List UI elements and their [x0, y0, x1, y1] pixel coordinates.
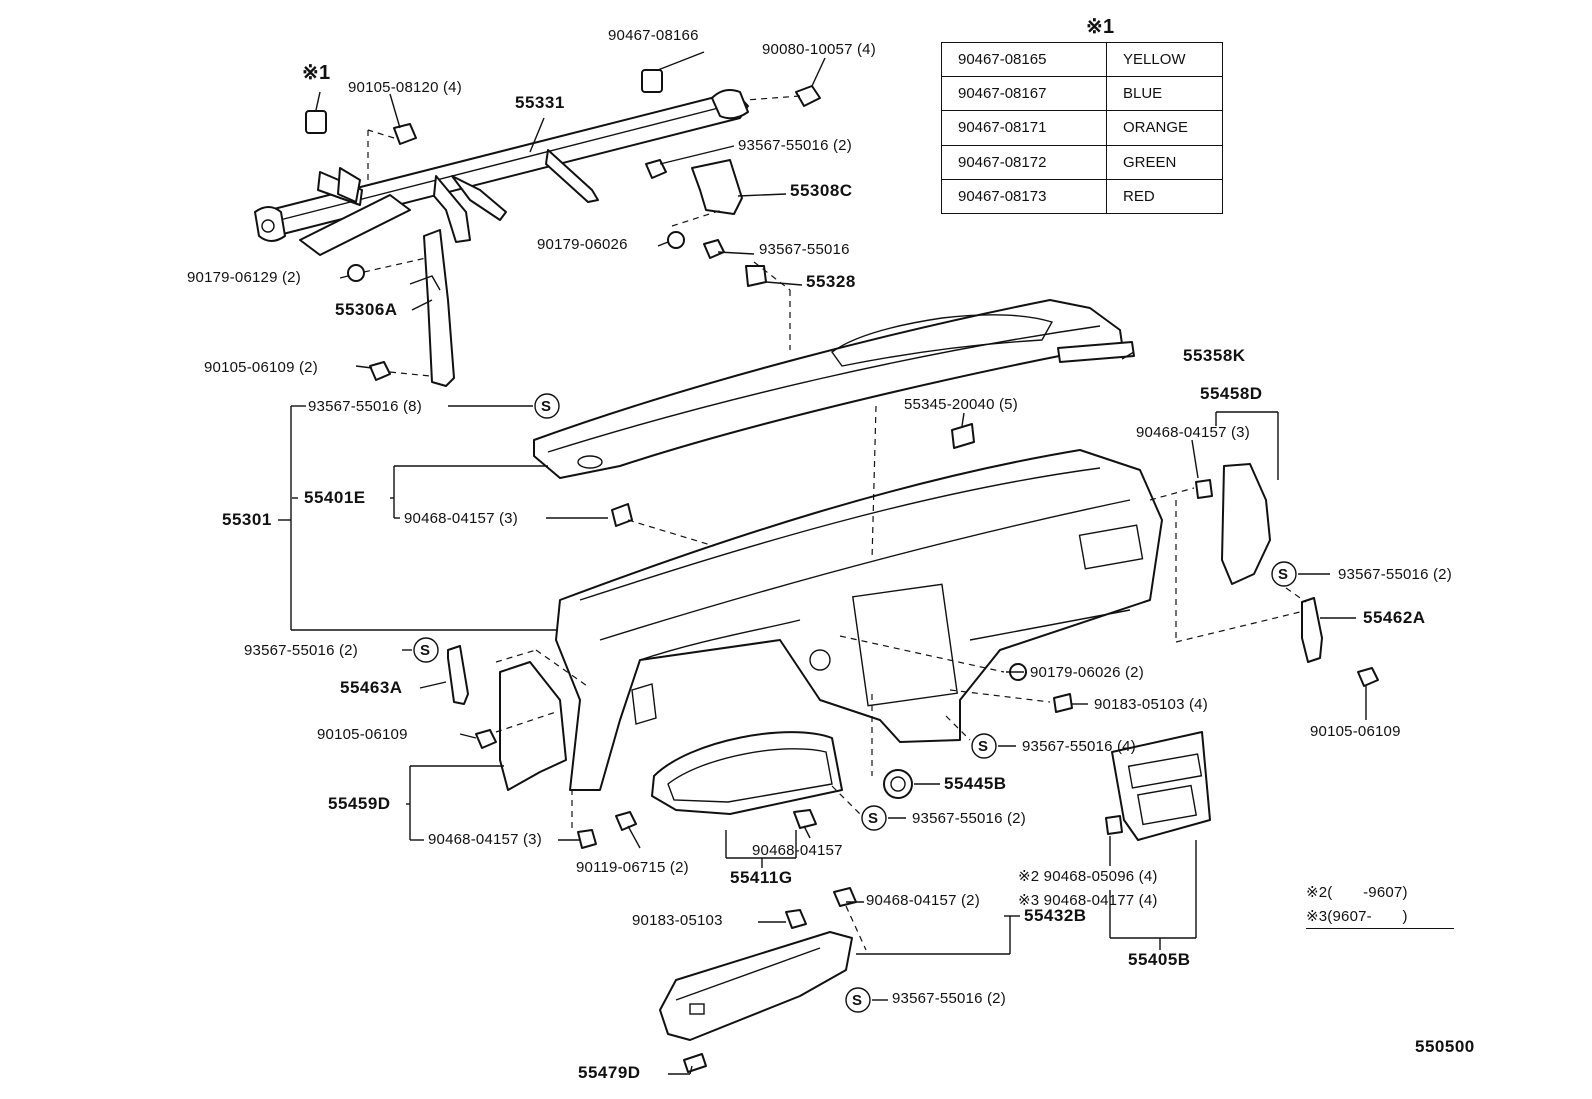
callout-90468-05096: ※2 90468-05096 (4)	[1018, 868, 1158, 885]
s-symbol-text-5: S	[868, 810, 878, 827]
callout-90105-06109b: 90105-06109	[1310, 723, 1401, 740]
callout-55301: 55301	[222, 510, 272, 529]
side-panel-55458d	[1221, 463, 1271, 585]
clip-90467-08166	[641, 69, 663, 93]
callout-90105-08120: 90105-08120 (4)	[348, 79, 462, 96]
reinforcement-beam	[254, 89, 749, 256]
legend-underline	[1306, 928, 1454, 929]
callout-90179-06026-2: 90179-06026 (2)	[1030, 664, 1144, 681]
pad-55401e	[533, 299, 1123, 479]
callout-93567-55016-2d: 93567-55016 (2)	[912, 810, 1026, 827]
callout-90468-04177: ※3 90468-04177 (4)	[1018, 892, 1158, 909]
color-table-mark: ※1	[1086, 16, 1115, 38]
s-symbol-text-4: S	[978, 738, 988, 755]
callout-90179-06026: 90179-06026	[537, 236, 628, 253]
callout-55401e: 55401E	[304, 488, 366, 507]
callout-93567-55016-8: 93567-55016 (8)	[308, 398, 422, 415]
clip-mark1	[305, 110, 327, 134]
s-symbol-text-3: S	[420, 642, 430, 659]
callout-mark1: ※1	[302, 62, 331, 84]
s-symbol-text-2: S	[1278, 566, 1288, 583]
s-symbol-text-1: S	[541, 398, 551, 415]
callout-90105-06109-2: 90105-06109 (2)	[204, 359, 318, 376]
callout-55345-20040: 55345-20040 (5)	[904, 396, 1018, 413]
brace-55306a	[423, 229, 455, 387]
bracket-55308c	[691, 159, 743, 215]
callout-90183-05103: 90183-05103	[632, 912, 723, 929]
legend-note-3: ※3(9607- )	[1306, 908, 1408, 925]
bracket-55462a	[1301, 597, 1323, 663]
register-55405b	[1111, 731, 1211, 841]
callout-55411g: 55411G	[730, 868, 793, 887]
callout-55445b: 55445B	[944, 774, 1007, 793]
callout-55432b: 55432B	[1024, 906, 1087, 925]
drawing-number: 550500	[1415, 1037, 1475, 1056]
callout-93567-55016-4: 93567-55016 (4)	[1022, 738, 1136, 755]
callout-55306a: 55306A	[335, 300, 398, 319]
callout-55328: 55328	[806, 272, 856, 291]
callout-55405b: 55405B	[1128, 950, 1191, 969]
callout-90179-06129: 90179-06129 (2)	[187, 269, 301, 286]
callout-90468-04157-3b: 90468-04157 (3)	[404, 510, 518, 527]
callout-55308c: 55308C	[790, 181, 853, 200]
lower-finish-55432b	[659, 931, 853, 1041]
callout-90468-04157-2: 90468-04157 (2)	[866, 892, 980, 909]
callout-90105-06109a: 90105-06109	[317, 726, 408, 743]
callout-90183-05103-4: 90183-05103 (4)	[1094, 696, 1208, 713]
callout-90468-04157-3a: 90468-04157 (3)	[1136, 424, 1250, 441]
callout-55462a: 55462A	[1363, 608, 1426, 627]
callout-93567-55016: 93567-55016	[759, 241, 850, 258]
instrument-panel	[555, 449, 1163, 791]
panel-55459d	[499, 661, 567, 791]
leader-lines: S S S	[278, 51, 1367, 1075]
callout-90467-08166: 90467-08166	[608, 27, 699, 44]
s-symbol-text-6: S	[852, 992, 862, 1009]
callout-55358k: 55358K	[1183, 346, 1246, 365]
callout-93567-55016-2e: 93567-55016 (2)	[892, 990, 1006, 1007]
callout-55479d: 55479D	[578, 1063, 641, 1082]
callout-55459d: 55459D	[328, 794, 391, 813]
bracket-55463a	[447, 645, 469, 705]
fasteners	[347, 85, 1379, 929]
legend-note-2: ※2( -9607)	[1306, 884, 1408, 901]
callout-90468-04157: 90468-04157	[752, 842, 843, 859]
part-55479d	[683, 1053, 707, 1073]
callout-93567-55016-2a: 93567-55016 (2)	[738, 137, 852, 154]
spacer-55358k	[1057, 341, 1135, 363]
callout-55458d: 55458D	[1200, 384, 1263, 403]
callout-90119-06715: 90119-06715 (2)	[576, 859, 689, 876]
callout-55331: 55331	[515, 93, 565, 112]
cluster-finish-55411g	[651, 731, 843, 815]
callout-55463a: 55463A	[340, 678, 403, 697]
callout-90080-10057: 90080-10057 (4)	[762, 41, 876, 58]
callout-90468-04157-3c: 90468-04157 (3)	[428, 831, 542, 848]
callout-93567-55016-2b: 93567-55016 (2)	[1338, 566, 1452, 583]
callout-93567-55016-2c: 93567-55016 (2)	[244, 642, 358, 659]
